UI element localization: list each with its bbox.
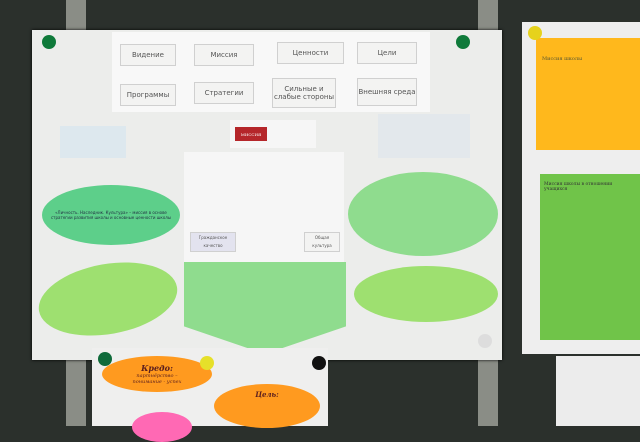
mission-card-title: Миссия школы [542, 56, 583, 62]
black-pin [312, 356, 326, 370]
yellow-pin [528, 26, 542, 40]
general-culture: Общая культура [304, 232, 340, 252]
mission-poster: Видение Миссия Ценности Цели Программы С… [32, 30, 502, 360]
vision-image [60, 126, 126, 158]
mission-tag: МИССИЯ [235, 127, 267, 141]
students-card-title: Миссия школы в отношении учащихся [544, 182, 613, 192]
diagram-programs: Программы [120, 84, 176, 106]
lower-left-ellipse [32, 252, 184, 346]
green-pin [98, 352, 112, 366]
mission-components: Общая культура Гражданское качество [184, 152, 344, 262]
yellow-pin [200, 356, 214, 370]
green-pin [456, 35, 470, 49]
diagram-mission: Миссия [194, 44, 254, 66]
right-ellipse [348, 172, 498, 256]
goal-ellipse: Цель: [214, 384, 320, 428]
students-card: Миссия школы в отношении учащихся [540, 174, 640, 340]
white-pin [478, 334, 492, 348]
diagram-values: Ценности [277, 42, 344, 64]
school-mission-poster: Миссия школы Миссия школы в отношении уч… [522, 22, 640, 354]
mission-card: Миссия школы [536, 38, 640, 150]
diagram-environment: Внешняя среда [357, 78, 417, 106]
diagram-strengths: Сильные и слабые стороны [272, 78, 336, 108]
left-ellipse: «Личность. Наследник. Культура» – миссия… [42, 185, 180, 245]
lower-right-ellipse [354, 266, 498, 322]
mission-image: МИССИЯ [230, 120, 316, 148]
credo-ellipse: Кредо: партнёрство – понимание - успех [102, 356, 212, 392]
lower-right-poster [556, 356, 640, 426]
diagram-goals: Цели [357, 42, 417, 64]
diagram-vision: Видение [120, 44, 176, 66]
credo-text: партнёрство – понимание - успех [132, 373, 182, 385]
green-pin [42, 35, 56, 49]
diagram-strategies: Стратегии [194, 82, 254, 104]
credo-title: Кредо: [141, 363, 173, 373]
mission-diagram: Видение Миссия Ценности Цели Программы С… [112, 32, 430, 112]
values-image [378, 114, 470, 158]
pink-ellipse [132, 412, 192, 442]
goal-title: Цель: [255, 390, 279, 399]
civic-quality: Гражданское качество [190, 232, 236, 252]
green-shield [184, 262, 346, 354]
